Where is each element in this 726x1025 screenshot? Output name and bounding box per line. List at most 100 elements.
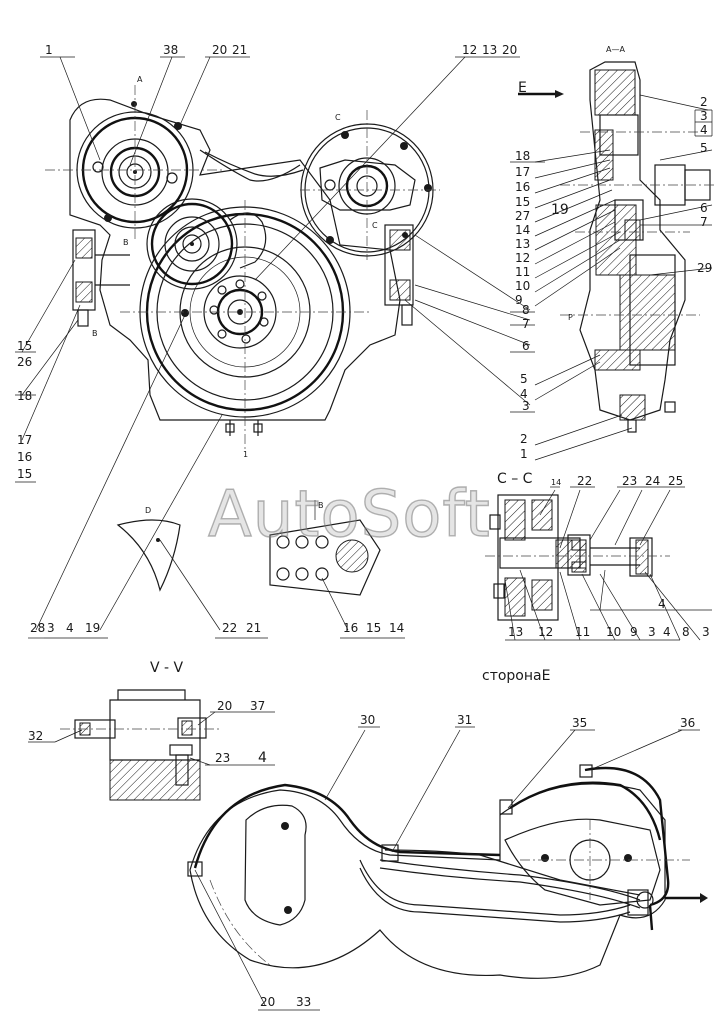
aa-label-13: 13 xyxy=(515,237,530,251)
cc-label-9: 9 xyxy=(630,625,638,639)
aa-label-6: 6 xyxy=(700,201,708,215)
label-20b: 20 xyxy=(502,43,517,57)
crank-bolt-circle xyxy=(209,279,269,344)
mark-b-bottom: B xyxy=(92,329,98,338)
cc-label-14: 14 xyxy=(551,478,561,487)
vv-label-20: 20 xyxy=(217,699,232,713)
aa-label-18: 18 xyxy=(515,149,530,163)
e-label-35: 35 xyxy=(572,716,587,730)
main-view-leader-lines xyxy=(15,56,535,639)
label-16: 16 xyxy=(17,450,32,464)
section-cc xyxy=(485,494,670,621)
section-vv-title: V - V xyxy=(150,660,184,676)
vv-label-4: 4 xyxy=(258,750,267,766)
label-21b: 21 xyxy=(246,621,261,635)
cc-label-3: 3 xyxy=(648,625,656,639)
cc-label-13: 13 xyxy=(508,625,523,639)
e-label-20: 20 xyxy=(260,995,275,1009)
side-e-view xyxy=(187,764,708,979)
aa-label-19: 19 xyxy=(551,202,569,218)
label-14: 14 xyxy=(389,621,404,635)
cc-label-4: 4 xyxy=(658,597,666,611)
side-e-leader-lines xyxy=(194,726,700,1011)
label-13: 13 xyxy=(482,43,497,57)
cc-label-4b: 4 xyxy=(663,625,671,639)
label-3: 3 xyxy=(522,399,530,413)
label-28: 28 xyxy=(30,621,45,635)
cc-label-3b: 3 xyxy=(702,625,710,639)
label-22: 22 xyxy=(222,621,237,635)
aa-label-16: 16 xyxy=(515,180,530,194)
label-15: 15 xyxy=(17,339,32,353)
main-view-labels: 1 38 20 21 12 13 20 15 26 18 17 16 15 8 … xyxy=(17,43,530,635)
detail-bolt-pattern xyxy=(269,500,381,596)
vv-label-32: 32 xyxy=(28,729,43,743)
section-aa-title: A—A xyxy=(606,45,625,54)
vv-label-37: 37 xyxy=(250,699,265,713)
aa-label-17: 17 xyxy=(515,165,530,179)
mark-c-top: C xyxy=(335,113,341,122)
label-6: 6 xyxy=(522,339,530,353)
tiny-marks: A C C B B 1 D B P xyxy=(92,75,573,515)
aa-label-11: 11 xyxy=(515,265,530,279)
e-label-33: 33 xyxy=(296,995,311,1009)
aa-label-9: 9 xyxy=(515,293,523,307)
aa-label-1: 1 xyxy=(520,447,528,461)
section-aa-leader-lines xyxy=(510,94,713,461)
aa-label-29: 29 xyxy=(697,261,712,275)
section-vv xyxy=(28,689,275,801)
section-aa-labels: 2 3 4 5 6 7 18 17 16 15 27 19 14 13 12 1… xyxy=(515,95,712,461)
cc-label-25: 25 xyxy=(668,474,683,488)
cc-label-10: 10 xyxy=(606,625,621,639)
aa-label-14: 14 xyxy=(515,223,530,237)
aa-label-2: 2 xyxy=(700,95,708,109)
label-38: 38 xyxy=(163,43,178,57)
section-cc-title: C – C xyxy=(497,471,533,487)
label-16b: 16 xyxy=(343,621,358,635)
detail-vane xyxy=(116,519,181,592)
aa-label-5b: 5 xyxy=(520,372,528,386)
cc-label-8: 8 xyxy=(682,625,690,639)
aa-label-5: 5 xyxy=(700,141,708,155)
aa-label-7: 7 xyxy=(700,215,708,229)
section-aa xyxy=(518,61,715,433)
label-3b: 3 xyxy=(47,621,55,635)
mark-1: 1 xyxy=(243,450,248,459)
aa-label-27: 27 xyxy=(515,209,530,223)
label-4: 4 xyxy=(66,621,74,635)
side-e-labels: 30 31 35 36 20 33 xyxy=(260,713,695,1009)
label-20: 20 xyxy=(212,43,227,57)
label-26: 26 xyxy=(17,355,32,369)
aa-label-4: 4 xyxy=(700,123,708,137)
label-7: 7 xyxy=(522,317,530,331)
label-21: 21 xyxy=(232,43,247,57)
label-1: 1 xyxy=(45,43,53,57)
mark-c-bottom: C xyxy=(372,221,378,230)
label-17: 17 xyxy=(17,433,32,447)
aa-label-15: 15 xyxy=(515,195,530,209)
label-8: 8 xyxy=(522,303,530,317)
view-e-arrow-label: E xyxy=(518,80,527,96)
label-18: 18 xyxy=(17,389,32,403)
mark-d: D xyxy=(145,506,151,515)
cc-label-24: 24 xyxy=(645,474,660,488)
mark-b-detail: B xyxy=(318,501,324,510)
section-cc-leader-lines xyxy=(504,486,712,641)
cc-label-23: 23 xyxy=(622,474,637,488)
cc-label-11: 11 xyxy=(575,625,590,639)
vv-label-23: 23 xyxy=(215,751,230,765)
mark-p: P xyxy=(568,313,573,322)
e-label-31: 31 xyxy=(457,713,472,727)
cc-label-12: 12 xyxy=(538,625,553,639)
aa-label-4b: 4 xyxy=(520,387,528,401)
label-19: 19 xyxy=(85,621,100,635)
section-vv-labels: 32 20 37 23 4 xyxy=(28,699,267,766)
e-label-36: 36 xyxy=(680,716,695,730)
mark-a: A xyxy=(137,75,143,84)
aa-label-3: 3 xyxy=(700,109,708,123)
label-15c: 15 xyxy=(366,621,381,635)
aa-label-12: 12 xyxy=(515,251,530,265)
e-label-30: 30 xyxy=(360,713,375,727)
